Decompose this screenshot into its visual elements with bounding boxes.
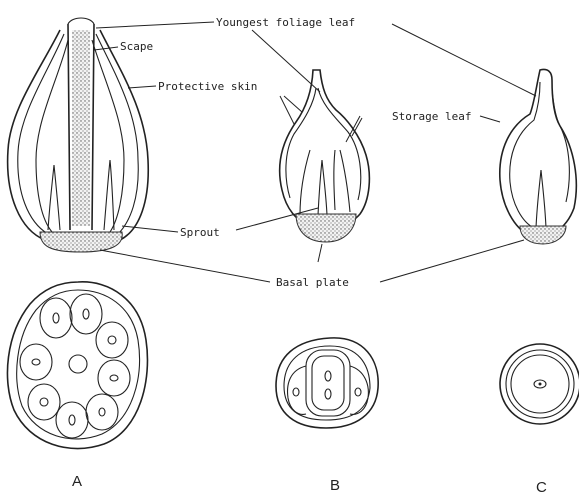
label-youngest-foliage-leaf: Youngest foliage leaf <box>216 16 355 29</box>
bulb-c-cross-section <box>500 344 579 424</box>
label-protective-skin: Protective skin <box>158 80 257 93</box>
caption-a: A <box>72 473 82 490</box>
caption-b: B <box>330 477 340 494</box>
label-storage-leaf: Storage leaf <box>392 110 471 123</box>
leader-lines <box>94 22 536 282</box>
bulb-a-cross-section <box>7 282 147 449</box>
label-basal-plate: Basal plate <box>276 276 349 289</box>
caption-c: C <box>536 479 547 496</box>
label-scape: Scape <box>120 40 153 53</box>
bulb-b-longitudinal <box>280 70 370 242</box>
labels: Youngest foliage leaf Scape Protective s… <box>120 16 471 289</box>
bulb-c-longitudinal <box>500 69 577 244</box>
bulb-b-cross-section <box>276 338 378 428</box>
label-sprout: Sprout <box>180 226 220 239</box>
bulb-a-longitudinal <box>8 18 149 252</box>
